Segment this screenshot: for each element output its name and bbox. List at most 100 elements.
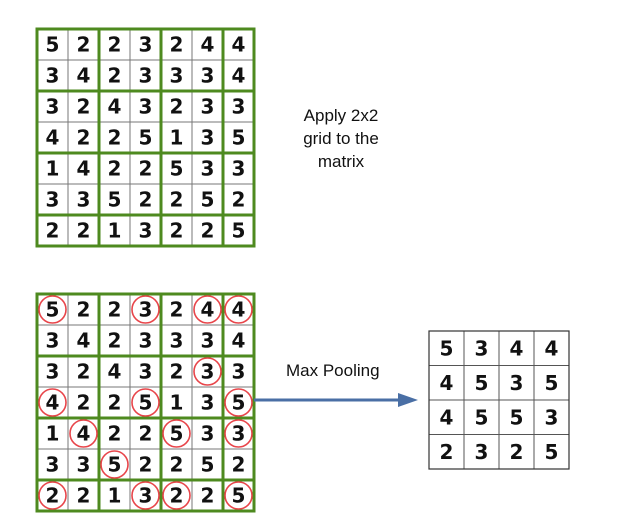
result-cell-value: 5 [545, 371, 559, 395]
overlay-matrix-cell-value: 3 [201, 329, 215, 353]
input-matrix-cell-value: 2 [170, 95, 184, 119]
max-value-circle [224, 295, 253, 324]
input-matrix-cell-value: 2 [170, 188, 184, 212]
overlay-matrix-cell-value: 1 [170, 391, 184, 415]
input-matrix-cell-value: 3 [46, 95, 60, 119]
max-value-circle [224, 388, 253, 417]
result-cell-value: 5 [475, 371, 489, 395]
input-matrix-cell-value: 2 [108, 64, 122, 88]
max-value-circle [162, 419, 191, 448]
input-matrix-cell-value: 3 [139, 95, 153, 119]
overlay-matrix-border [35, 292, 256, 513]
input-matrix-cell-value: 5 [108, 188, 122, 212]
input-matrix-cell-value: 3 [139, 219, 153, 243]
input-matrix-cell-value: 2 [46, 219, 60, 243]
max-value-circle [38, 295, 67, 324]
max-value-circle [193, 295, 222, 324]
overlay-matrix-cell-value: 2 [170, 360, 184, 384]
input-matrix-cell-value: 4 [232, 64, 246, 88]
result-cell-value: 3 [545, 405, 559, 429]
result-cell-value: 4 [440, 405, 454, 429]
input-matrix-cell-value: 4 [201, 33, 215, 57]
overlay-matrix-cell-value: 2 [46, 484, 60, 508]
input-matrix-cell-value: 2 [201, 219, 215, 243]
input-matrix-cell-value: 2 [232, 188, 246, 212]
input-matrix-cell-value: 4 [232, 33, 246, 57]
input-matrix-cell-value: 3 [201, 95, 215, 119]
input-matrix-cell-value: 2 [108, 157, 122, 181]
overlay-matrix-cell-value: 5 [232, 484, 246, 508]
input-matrix-cell-value: 3 [46, 64, 60, 88]
overlay-matrix-cell-value: 4 [77, 329, 91, 353]
result-border [428, 330, 570, 470]
overlay-matrix-cell-value: 5 [46, 298, 60, 322]
overlay-matrix-cell-value: 3 [46, 453, 60, 477]
input-matrix-cell-value: 2 [170, 219, 184, 243]
result-cell-value: 5 [545, 440, 559, 464]
input-matrix-cell-value: 2 [77, 219, 91, 243]
input-matrix-cell-value: 2 [77, 95, 91, 119]
result-cell-value: 4 [545, 336, 559, 360]
input-matrix-cell-value: 3 [139, 33, 153, 57]
input-matrix-cell-value: 2 [170, 33, 184, 57]
input-matrix-cell-value: 3 [232, 157, 246, 181]
input-matrix-cell-value: 1 [170, 126, 184, 150]
max-value-circle [38, 388, 67, 417]
overlay-matrix-cell-value: 2 [77, 360, 91, 384]
overlay-matrix-cell-value: 5 [108, 453, 122, 477]
overlay-matrix-cell-value: 3 [201, 391, 215, 415]
input-matrix-cell-value: 2 [139, 188, 153, 212]
overlay-matrix-cell-value: 2 [201, 484, 215, 508]
overlay-matrix-cell-value: 4 [108, 360, 122, 384]
result-cell-value: 2 [440, 440, 454, 464]
input-matrix-cell-value: 3 [232, 95, 246, 119]
max-value-circle [162, 481, 191, 510]
overlay-matrix-cell-value: 1 [108, 484, 122, 508]
overlay-matrix-cell-value: 1 [46, 422, 60, 446]
input-matrix-cell-value: 5 [139, 126, 153, 150]
overlay-matrix-cell-value: 4 [77, 422, 91, 446]
overlay-matrix-cell-value: 3 [170, 329, 184, 353]
overlay-matrix-cell-value: 3 [232, 422, 246, 446]
overlay-matrix-cell-value: 5 [170, 422, 184, 446]
max-value-circle [69, 419, 98, 448]
max-value-circle [38, 481, 67, 510]
max-value-circle [131, 481, 160, 510]
input-matrix-cell-value: 3 [77, 188, 91, 212]
overlay-matrix-cell-value: 3 [201, 422, 215, 446]
result-cell-value: 2 [510, 440, 524, 464]
overlay-matrix-cell-value: 3 [201, 360, 215, 384]
input-matrix-cell-value: 4 [77, 64, 91, 88]
result-cell-value: 5 [440, 336, 454, 360]
overlay-matrix-cell-value: 4 [201, 298, 215, 322]
overlay-matrix-cell-value: 2 [139, 422, 153, 446]
overlay-matrix-cell-value: 2 [108, 329, 122, 353]
input-matrix-cell-value: 5 [232, 126, 246, 150]
overlay-matrix-cell-value: 4 [232, 329, 246, 353]
result-cell-value: 4 [440, 371, 454, 395]
input-matrix-cell-value: 3 [139, 64, 153, 88]
max-value-circle [100, 450, 129, 479]
input-matrix-cell-value: 5 [46, 33, 60, 57]
input-matrix-border [35, 27, 256, 248]
result-cell-value: 5 [475, 405, 489, 429]
overlay-matrix-cell-value: 3 [46, 360, 60, 384]
arrow-right-icon [254, 393, 418, 407]
overlay-matrix-cell-value: 5 [232, 391, 246, 415]
overlay-matrix-cell-value: 4 [46, 391, 60, 415]
apply-grid-caption: Apply 2x2 grid to the matrix [303, 106, 379, 171]
overlay-matrix-cell-value: 3 [232, 360, 246, 384]
overlay-matrix-cell-value: 2 [170, 484, 184, 508]
input-matrix-cell-value: 3 [170, 64, 184, 88]
overlay-matrix-cell-value: 2 [108, 422, 122, 446]
overlay-matrix-cell-value: 2 [170, 453, 184, 477]
input-matrix-cell-value: 1 [108, 219, 122, 243]
input-matrix-cell-value: 4 [77, 157, 91, 181]
overlay-matrix-cell-value: 3 [139, 298, 153, 322]
overlay-matrix-cell-value: 2 [108, 391, 122, 415]
overlay-matrix-cell-value: 5 [201, 453, 215, 477]
overlay-matrix-cell-value: 2 [77, 298, 91, 322]
